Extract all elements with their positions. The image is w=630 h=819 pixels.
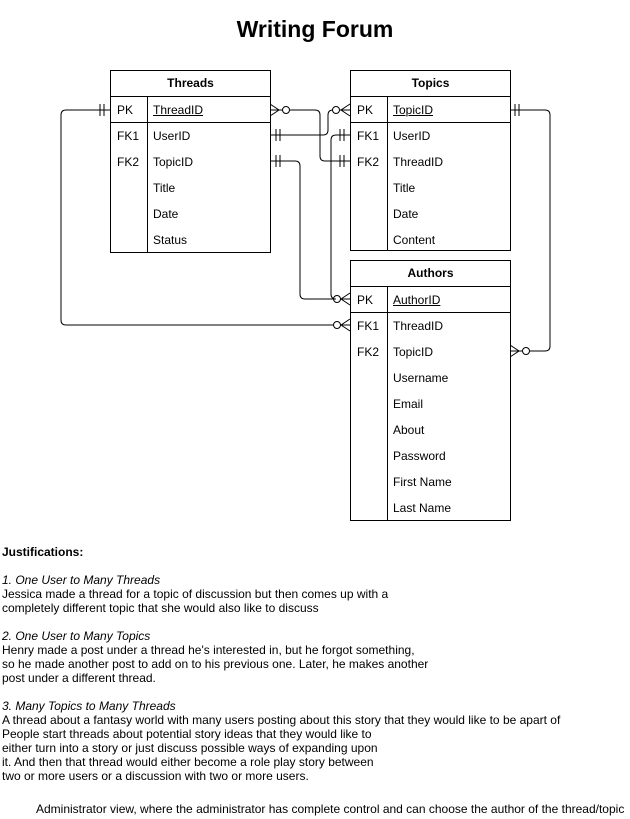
zero-mark <box>522 347 530 355</box>
entity-row: Username <box>351 365 510 391</box>
footer-note: Administrator view, where the administra… <box>36 802 625 816</box>
entity-row: Title <box>351 175 510 201</box>
entity-row: Status <box>111 227 270 253</box>
zero-mark <box>333 321 341 329</box>
key-label: FK2 <box>357 345 380 359</box>
field-name: AuthorID <box>393 293 441 307</box>
entity-threads: Threads PK ThreadID FK1 UserID FK2 TopicID… <box>110 70 271 253</box>
entity-row: FK2 TopicID <box>111 149 270 175</box>
crow-foot-mark <box>509 344 520 358</box>
field-name: TopicID <box>393 103 434 117</box>
entity-row: FK2 TopicID <box>351 339 510 365</box>
field-name: Date <box>153 207 179 221</box>
field-name: Email <box>393 397 424 411</box>
entity-row: FK1 ThreadID <box>351 313 510 339</box>
key-label: FK1 <box>117 129 140 143</box>
field-name: Date <box>393 207 419 221</box>
entity-authors-name: Authors <box>351 261 510 287</box>
justification-line: so he made another post to add on to his… <box>2 657 429 671</box>
field-name: Title <box>393 181 416 195</box>
edge-threads-fk2-authors <box>270 160 336 300</box>
entity-row: Password <box>351 443 510 469</box>
edge-topics-authors-fk2 <box>510 109 551 352</box>
crow-foot-mark <box>340 292 351 306</box>
key-label: PK <box>117 103 134 117</box>
field-name: Last Name <box>393 501 452 515</box>
key-label: FK1 <box>357 129 380 143</box>
zero-mark <box>282 106 290 114</box>
justification-line: Jessica made a thread for a topic of dis… <box>2 587 389 601</box>
entity-row: FK1 UserID <box>351 123 510 149</box>
key-label: PK <box>357 293 374 307</box>
edge-threads-userid-topics <box>270 109 350 136</box>
field-name: ThreadID <box>153 103 204 117</box>
entity-row: Title <box>111 175 270 201</box>
column-divider <box>387 287 388 520</box>
field-name: Title <box>153 181 176 195</box>
entity-topics-name: Topics <box>351 71 510 97</box>
entity-row: Email <box>351 391 510 417</box>
key-label: FK1 <box>357 319 380 333</box>
entity-authors: Authors PK AuthorID FK1 ThreadID FK2 Topic… <box>350 260 511 521</box>
crow-foot-mark <box>340 318 351 332</box>
field-name: Username <box>393 371 449 385</box>
key-label: FK2 <box>117 155 140 169</box>
justification-title: 1. One User to Many Threads <box>2 573 161 587</box>
field-name: First Name <box>393 475 452 489</box>
crow-foot-mark <box>340 103 351 117</box>
entity-row: FK2 ThreadID <box>351 149 510 175</box>
field-name: UserID <box>393 129 431 143</box>
edge-threads-authors-fk1 <box>60 109 350 326</box>
justification-line: post under a different thread. <box>2 671 156 685</box>
justification-title: 2. One User to Many Topics <box>2 629 151 643</box>
field-name: Password <box>393 449 446 463</box>
entity-authors-pk-row: PK AuthorID <box>351 287 510 313</box>
field-name: Status <box>153 233 188 247</box>
entity-row: Date <box>351 201 510 227</box>
justifications-heading: Justifications: <box>2 545 84 559</box>
justification-line: either turn into a story or just discuss… <box>2 741 378 755</box>
justification-line: A thread about a fantasy world with many… <box>2 713 561 727</box>
field-name: UserID <box>153 129 191 143</box>
justification-title: 3. Many Topics to Many Threads <box>2 699 176 713</box>
field-name: ThreadID <box>393 155 444 169</box>
key-label: PK <box>357 103 374 117</box>
field-name: TopicID <box>393 345 434 359</box>
column-divider <box>147 97 148 252</box>
entity-topics-pk-row: PK TopicID <box>351 97 510 123</box>
entity-threads-pk-row: PK ThreadID <box>111 97 270 123</box>
entity-row: First Name <box>351 469 510 495</box>
zero-mark <box>332 106 340 114</box>
field-name: ThreadID <box>393 319 444 333</box>
entity-row: Last Name <box>351 495 510 521</box>
entity-row: Content <box>351 227 510 253</box>
entity-row: FK1 UserID <box>111 123 270 149</box>
field-name: TopicID <box>153 155 194 169</box>
justification-line: People start threads about potential sto… <box>2 727 372 741</box>
crow-foot-mark <box>269 103 280 117</box>
field-name: Content <box>393 233 436 247</box>
justification-line: it. And then that thread would either be… <box>2 755 374 769</box>
justification-line: completely different topic that she woul… <box>2 601 319 615</box>
entity-row: Date <box>111 201 270 227</box>
justification-line: two or more users or a discussion with t… <box>2 769 309 783</box>
justification-line: Henry made a post under a thread he's in… <box>2 643 415 657</box>
diagram-title: Writing Forum <box>236 16 394 42</box>
key-label: FK2 <box>357 155 380 169</box>
field-name: About <box>393 423 425 437</box>
entity-row: About <box>351 417 510 443</box>
column-divider <box>387 97 388 250</box>
entity-threads-name: Threads <box>111 71 270 97</box>
